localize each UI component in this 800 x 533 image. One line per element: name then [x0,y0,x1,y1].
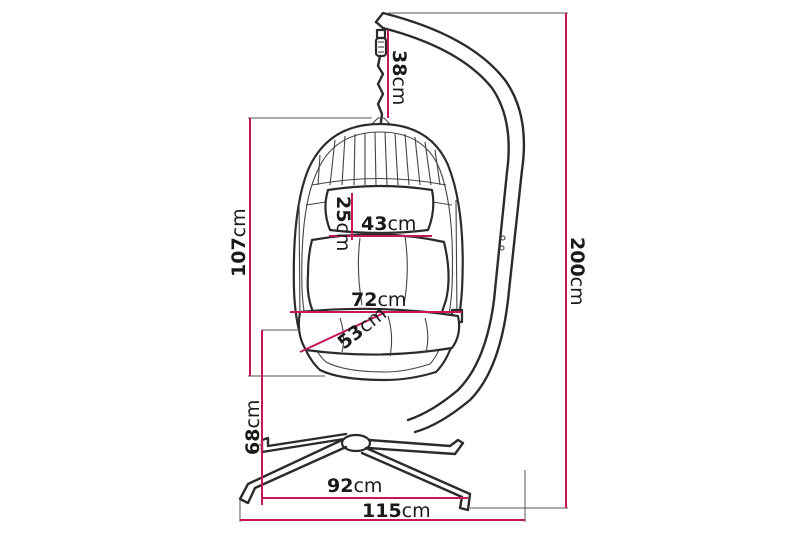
stand [238,11,526,512]
label-total-height: 200cm [566,237,588,306]
stand-hub [340,433,372,453]
label-pillow-height: 25cm [332,196,354,251]
label-chain: 38cm [388,50,410,105]
stand-top-arm-inner [381,26,510,422]
front-cushion [297,307,461,356]
stand-leg-front-right [360,446,472,512]
label-chair-height: 107cm [228,208,250,277]
dimension-lines [240,13,567,521]
extension-lines [239,12,568,522]
label-seat-height: 68cm [242,400,264,455]
chain [370,28,392,125]
label-chair-width: 72cm [351,289,406,311]
dimension-labels: 38cm 25cm 43cm 107cm 72cm 53cm 200cm 68c… [228,50,588,522]
stand-leg-back-left [260,432,348,454]
chair-shell-inner [301,131,454,373]
stand-leg-front-left [238,438,348,505]
label-base-width: 92cm [327,475,382,497]
stand-leg-back-right [366,438,465,456]
label-pillow-width: 43cm [361,213,416,235]
dim-line-seat-depth [299,311,387,353]
stand-top-arm [374,11,526,434]
egg-chair [292,122,464,382]
label-total-width: 115cm [362,500,431,522]
